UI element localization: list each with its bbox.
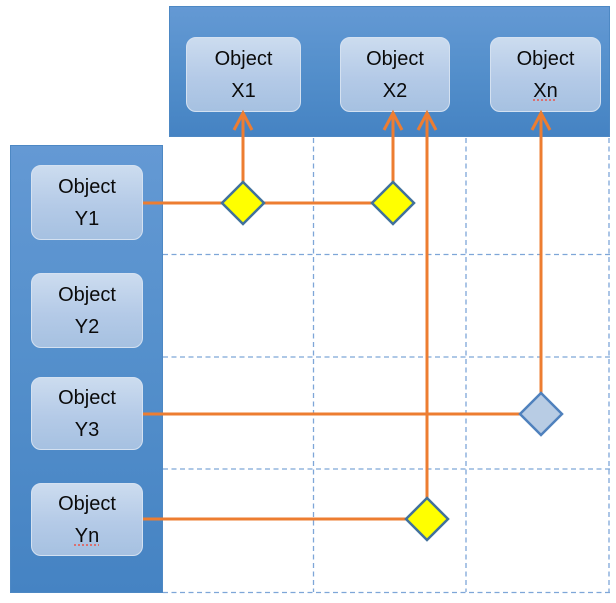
object-x2-label-line1: Object	[366, 47, 424, 70]
object-yn-node: Object Yn	[31, 483, 143, 556]
object-xn-label-line2: Xn	[533, 79, 558, 102]
object-y3-label-line1: Object	[58, 386, 116, 409]
object-x2-label-line2: X2	[382, 79, 408, 102]
object-y2-node: Object Y2	[31, 273, 143, 348]
marker-y3-xn-blue-diamond-icon	[518, 391, 564, 437]
object-x1-node: Object X1	[186, 37, 301, 112]
object-y1-node: Object Y1	[31, 165, 143, 240]
object-y2-label-line2: Y2	[74, 315, 100, 338]
object-xn-label-line1: Object	[516, 47, 575, 70]
connectors	[143, 109, 552, 521]
object-y3-label-line2: Y3	[74, 418, 100, 441]
marker-yn-x2-yellow-diamond-icon	[404, 496, 450, 542]
object-x2-node: Object X2	[340, 37, 450, 112]
object-x1-label-line2: X1	[231, 79, 256, 102]
object-xn-node: Object Xn	[490, 37, 601, 112]
dashed-grid-lines	[163, 138, 610, 594]
marker-y1-x1-yellow-diamond-icon	[220, 180, 266, 226]
object-y2-label-line1: Object	[58, 283, 116, 306]
object-y1-label-line1: Object	[58, 175, 116, 198]
relationship-markers	[220, 180, 564, 542]
object-y3-node: Object Y3	[31, 377, 143, 450]
marker-y1-x2-yellow-diamond-icon	[370, 180, 416, 226]
object-yn-label-line1: Object	[58, 492, 116, 515]
object-x1-label-line1: Object	[214, 47, 273, 70]
object-yn-label-line2: Yn	[74, 524, 100, 547]
object-y1-label-line2: Y1	[74, 207, 100, 230]
